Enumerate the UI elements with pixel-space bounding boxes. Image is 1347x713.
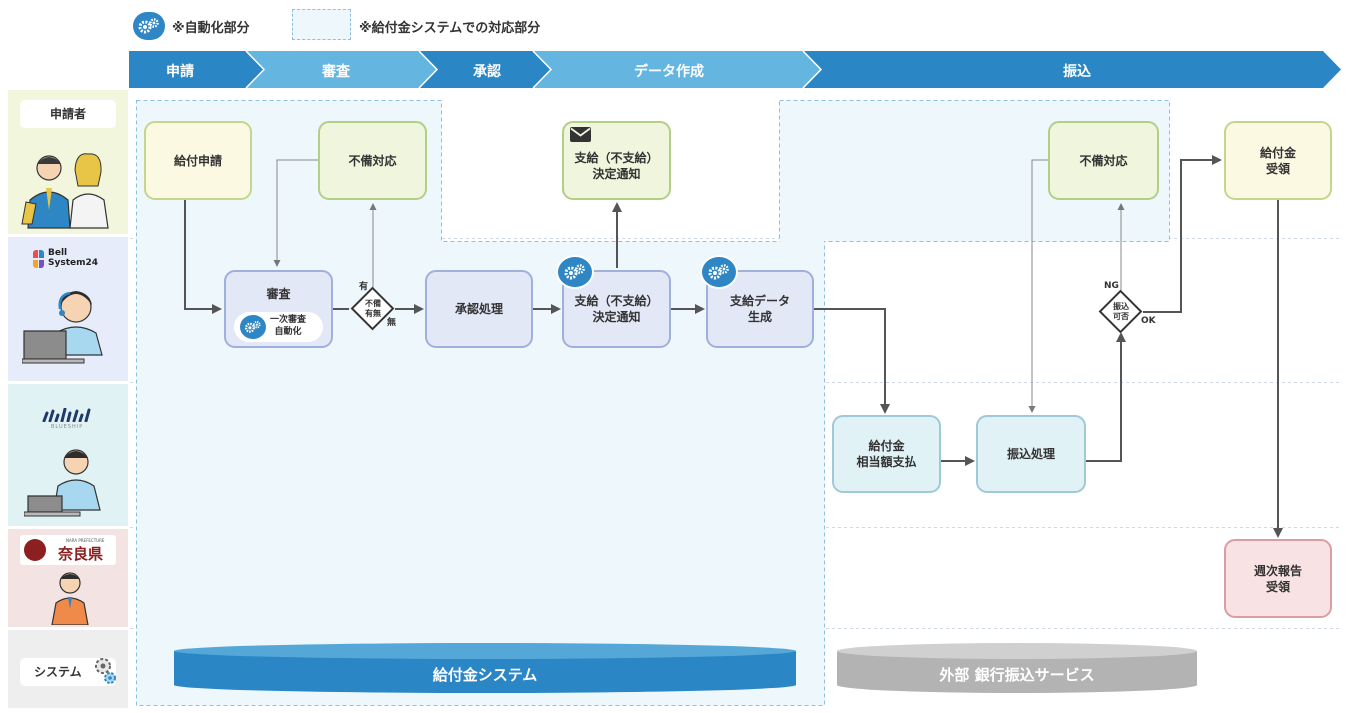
decision-furikomi-ok: OK — [1141, 316, 1156, 326]
decision-furikomi-kahi-label: 振込 可否 — [1113, 302, 1129, 321]
node-kyufu-shinsei[interactable]: 給付申請 — [144, 121, 252, 200]
bank-service-cylinder — [837, 643, 1197, 693]
decision-fubi-umu-label: 不備 有無 — [365, 299, 381, 318]
system-gear-icon — [95, 658, 116, 684]
operator-illustration — [22, 291, 103, 364]
phase-shinsa: 審査 — [322, 64, 350, 80]
phase-shonin: 承認 — [473, 64, 501, 80]
ichiji-shinsa-gear-icon — [240, 315, 266, 339]
bank-service-label: 外部 銀行振込サービス — [939, 666, 1095, 684]
legend-system-label: ※給付金システムでの対応部分 — [359, 21, 541, 36]
node-shonin-shori[interactable]: 承認処理 — [425, 270, 533, 348]
bell-logo-text-1: Bell — [48, 248, 68, 258]
lane-bell-system24: Bell System24 — [8, 237, 128, 381]
phase-shinsei: 申請 — [166, 64, 194, 80]
node-shuji-hokoku[interactable]: 週次報告 受領 — [1224, 539, 1332, 618]
shikyu-tsuchi-gear-icon — [556, 255, 594, 289]
phase-data-sakusei: データ作成 — [634, 64, 704, 80]
node-furikomi-shori[interactable]: 振込処理 — [976, 415, 1086, 493]
nara-emblem-icon — [24, 539, 46, 561]
node-kyufukin-shiharai[interactable]: 給付金 相当額支払 — [832, 415, 941, 493]
lane-blueship: BLUESHIP — [8, 384, 128, 526]
bell-logo-text-2: System24 — [48, 258, 99, 268]
phase-bar — [129, 51, 1341, 88]
kyufukin-system-cylinder — [174, 643, 796, 693]
lane-applicant: 申請者 — [8, 90, 128, 234]
decision-fubi-no: 無 — [387, 318, 397, 328]
worker-illustration — [24, 449, 101, 517]
bell-logo-mark — [33, 250, 45, 268]
blueship-logo-text: BLUESHIP — [51, 424, 84, 430]
mail-icon — [570, 127, 591, 142]
node-shinsa-label: 審査 — [266, 287, 291, 301]
blueship-logo-mark — [42, 408, 91, 422]
phase-furikomi: 振込 — [1063, 64, 1091, 80]
lane-nara: NARA PREFECTURE 奈良県 — [8, 529, 128, 627]
nara-staff-illustration — [51, 572, 89, 625]
nara-logo-text: 奈良県 — [58, 545, 104, 563]
lane-system: システム — [8, 630, 128, 708]
node-kyufukin-juryo[interactable]: 給付金 受領 — [1224, 121, 1332, 200]
applicant-people-illustration — [21, 153, 109, 229]
kyufukin-system-label: 給付金システム — [432, 666, 538, 684]
nara-logo-small: NARA PREFECTURE — [66, 538, 105, 543]
legend-system-swatch — [292, 9, 351, 40]
decision-fubi-yes: 有 — [359, 282, 369, 292]
node-fubi-taiou-1[interactable]: 不備対応 — [318, 121, 427, 200]
shikyu-data-gear-icon — [700, 255, 738, 289]
decision-furikomi-ng: NG — [1104, 281, 1119, 291]
ichiji-shinsa-label: 一次審査 自動化 — [270, 315, 307, 337]
automation-gear-icon — [133, 12, 165, 40]
lane-applicant-label: 申請者 — [20, 100, 116, 128]
node-fubi-taiou-2[interactable]: 不備対応 — [1048, 121, 1159, 200]
legend-auto-label: ※自動化部分 — [172, 21, 250, 36]
